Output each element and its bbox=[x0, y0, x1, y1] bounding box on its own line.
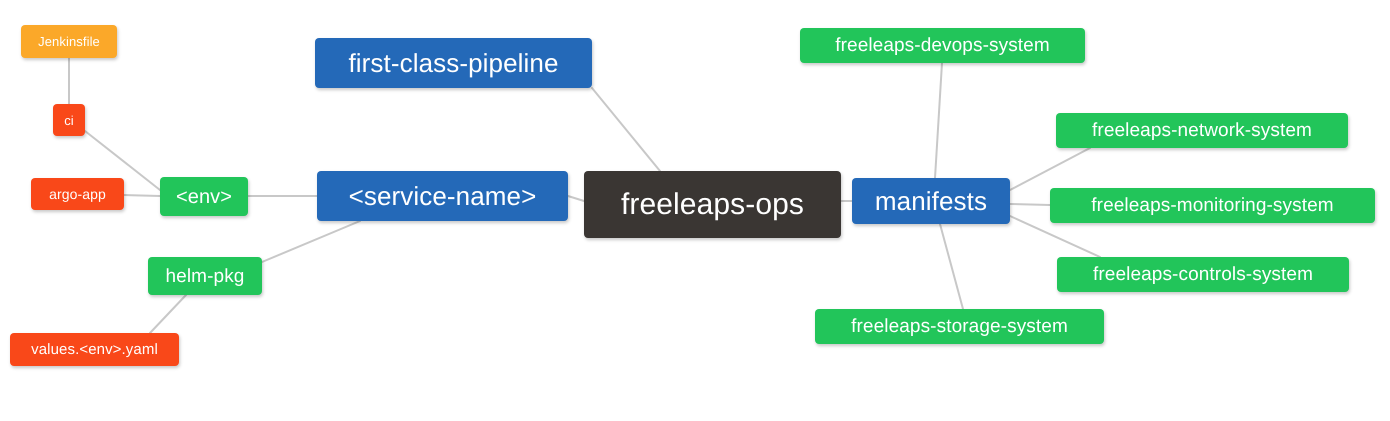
edge-helm-service bbox=[261, 220, 361, 263]
node-env[interactable]: <env> bbox=[160, 177, 248, 216]
node-freeleaps-storage-system[interactable]: freeleaps-storage-system bbox=[815, 309, 1104, 344]
edge-service-ops bbox=[567, 195, 585, 202]
node-service-name[interactable]: <service-name> bbox=[317, 171, 568, 221]
node-freeleaps-network-system[interactable]: freeleaps-network-system bbox=[1056, 113, 1348, 148]
node-manifests[interactable]: manifests bbox=[852, 178, 1010, 224]
node-values-env-yaml[interactable]: values.<env>.yaml bbox=[10, 333, 179, 366]
node-first-class-pipeline[interactable]: first-class-pipeline bbox=[315, 38, 592, 88]
node-argo-app[interactable]: argo-app bbox=[31, 178, 124, 210]
edge-manifests-storage bbox=[939, 223, 964, 310]
node-helm-pkg[interactable]: helm-pkg bbox=[148, 257, 262, 295]
node-freeleaps-controls-system[interactable]: freeleaps-controls-system bbox=[1057, 257, 1349, 292]
node-freeleaps-devops-system[interactable]: freeleaps-devops-system bbox=[800, 28, 1085, 63]
edge-manifests-devops bbox=[934, 62, 943, 179]
node-jenkinsfile[interactable]: Jenkinsfile bbox=[21, 25, 117, 58]
edge-manifests-network bbox=[1009, 147, 1091, 191]
node-ci[interactable]: ci bbox=[53, 104, 85, 136]
edge-values-helm bbox=[149, 294, 187, 334]
edge-manifests-monitoring bbox=[1009, 203, 1051, 206]
edge-argo-env bbox=[123, 194, 161, 197]
edge-pipeline-ops bbox=[591, 87, 661, 172]
node-freeleaps-ops[interactable]: freeleaps-ops bbox=[584, 171, 841, 238]
node-freeleaps-monitoring-system[interactable]: freeleaps-monitoring-system bbox=[1050, 188, 1375, 223]
